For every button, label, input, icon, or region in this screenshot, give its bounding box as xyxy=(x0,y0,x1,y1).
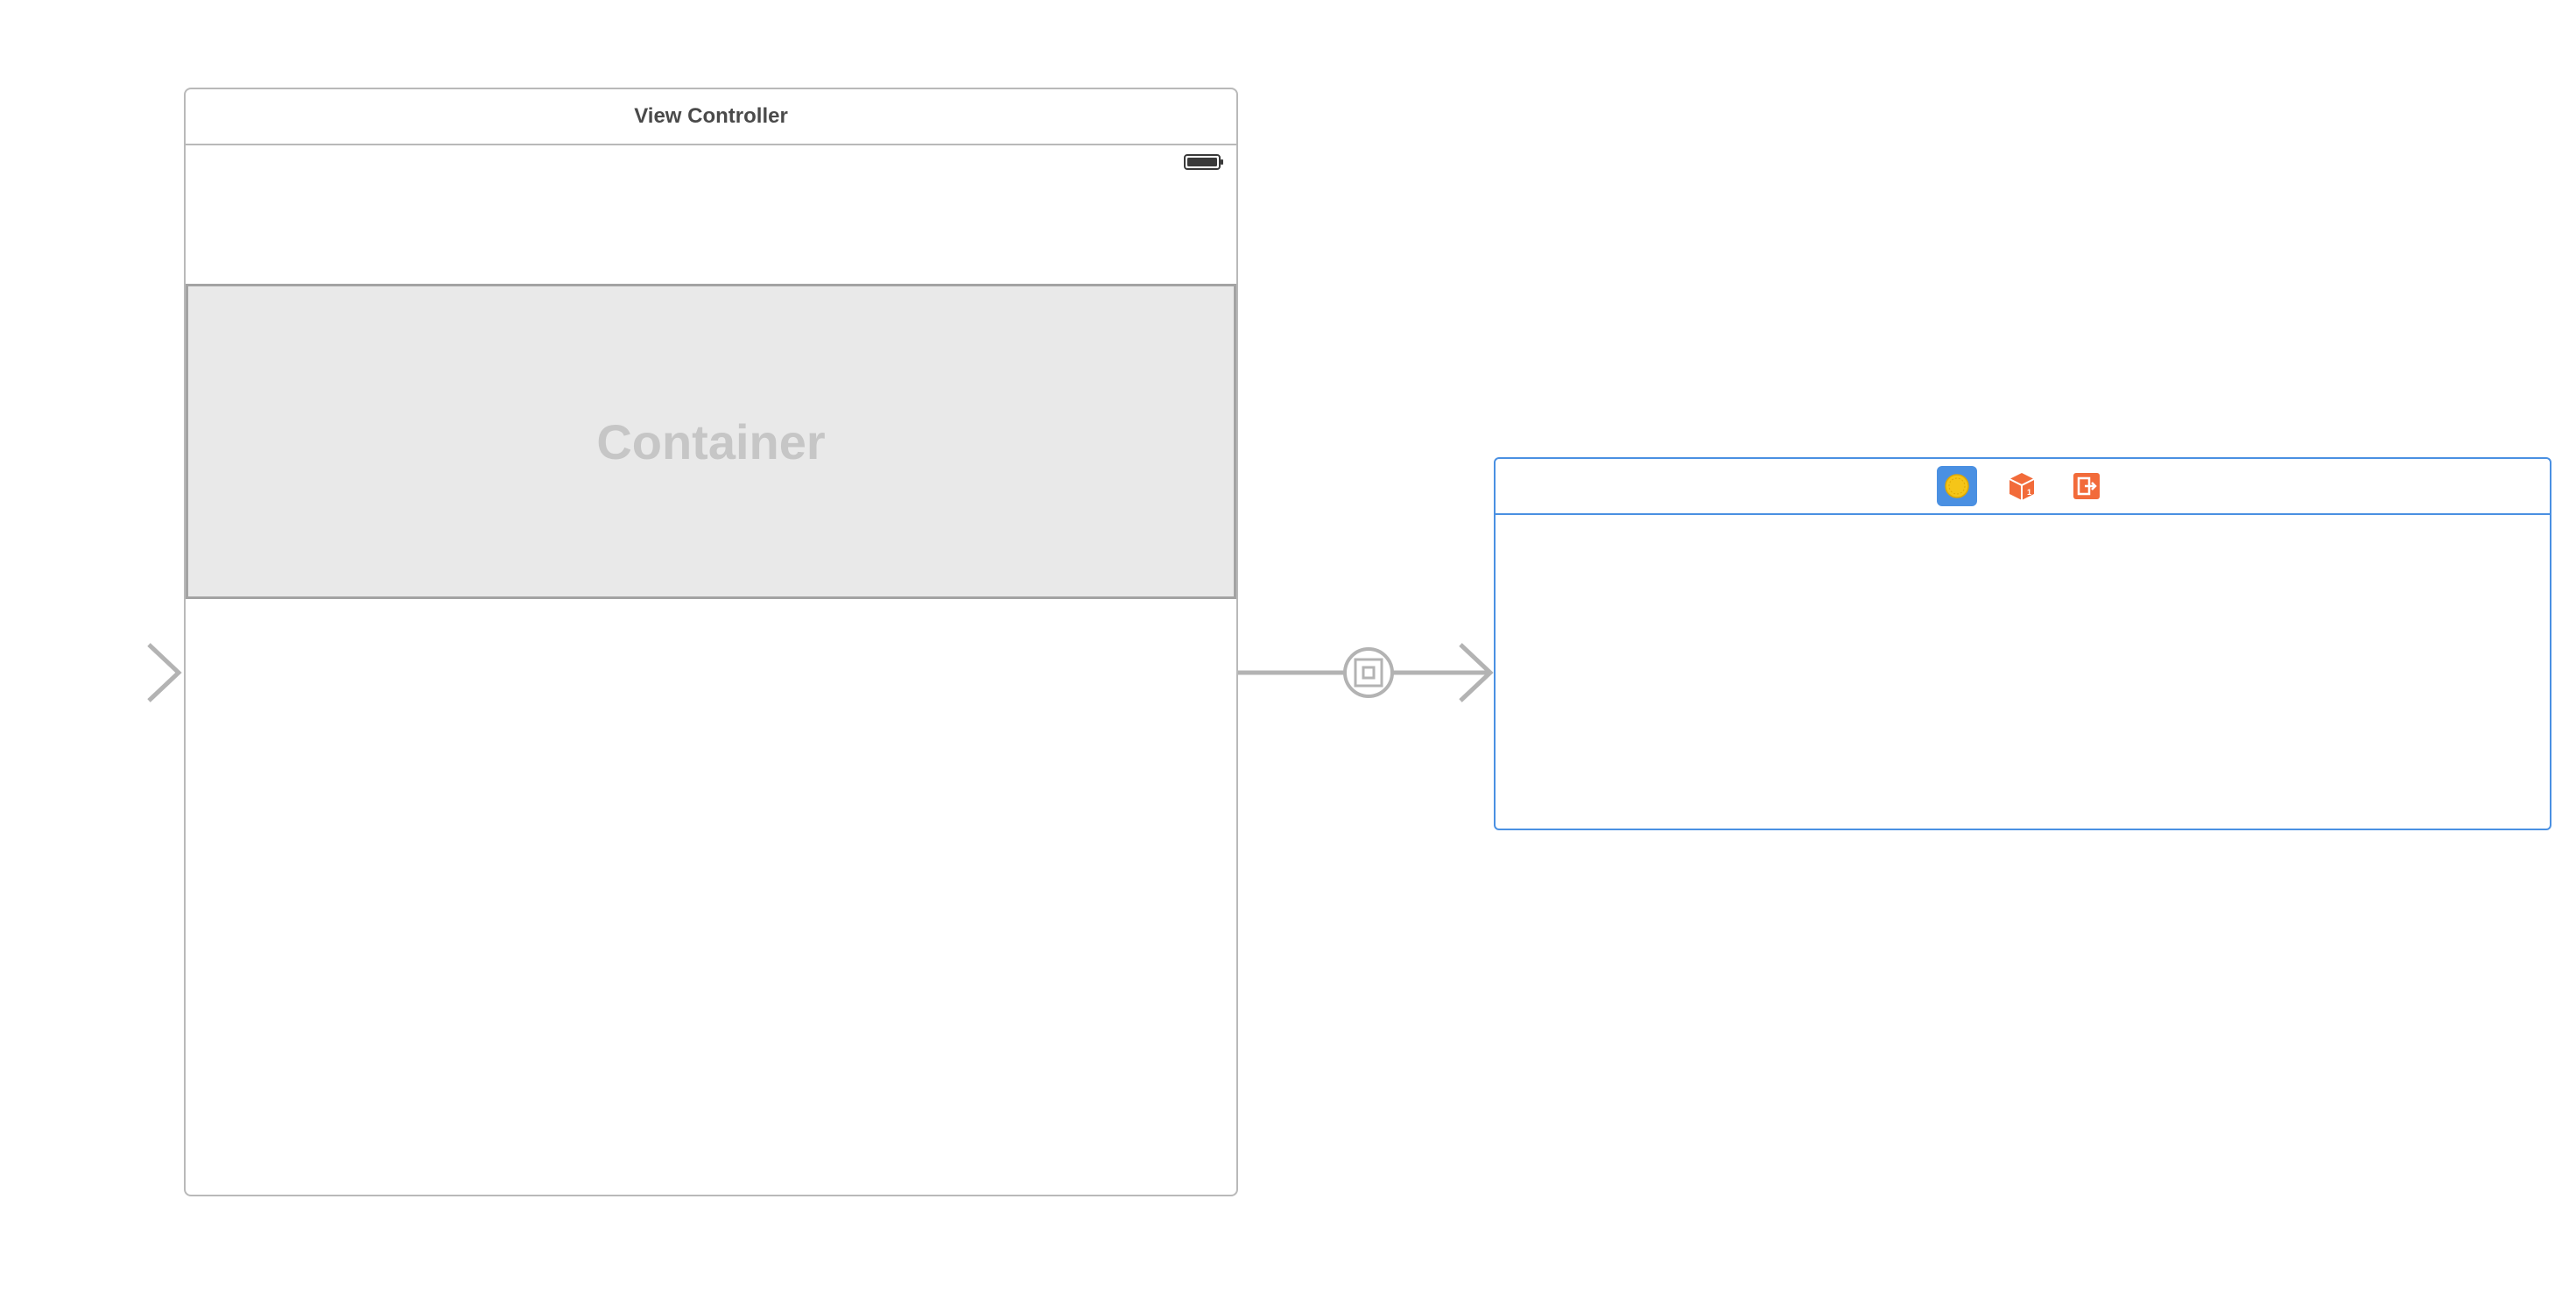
exit-icon[interactable] xyxy=(2066,466,2107,506)
scene-dock: 1 xyxy=(1496,459,2550,515)
battery-icon xyxy=(1184,154,1223,170)
first-responder-icon[interactable]: 1 xyxy=(2002,466,2042,506)
embed-segue-icon[interactable] xyxy=(1343,647,1394,698)
initial-view-controller-arrow[interactable] xyxy=(14,643,182,702)
view-controller-icon[interactable] xyxy=(1937,466,1977,506)
container-label: Container xyxy=(596,413,826,469)
embedded-view-controller-scene[interactable]: 1 xyxy=(1494,457,2551,830)
scene-header[interactable]: View Controller xyxy=(186,89,1236,145)
scene-title: View Controller xyxy=(634,104,788,128)
view-controller-scene[interactable]: View Controller Container xyxy=(184,88,1238,1196)
svg-text:1: 1 xyxy=(2027,488,2031,497)
embed-segue[interactable] xyxy=(1238,643,1494,702)
container-view[interactable]: Container xyxy=(186,284,1236,599)
